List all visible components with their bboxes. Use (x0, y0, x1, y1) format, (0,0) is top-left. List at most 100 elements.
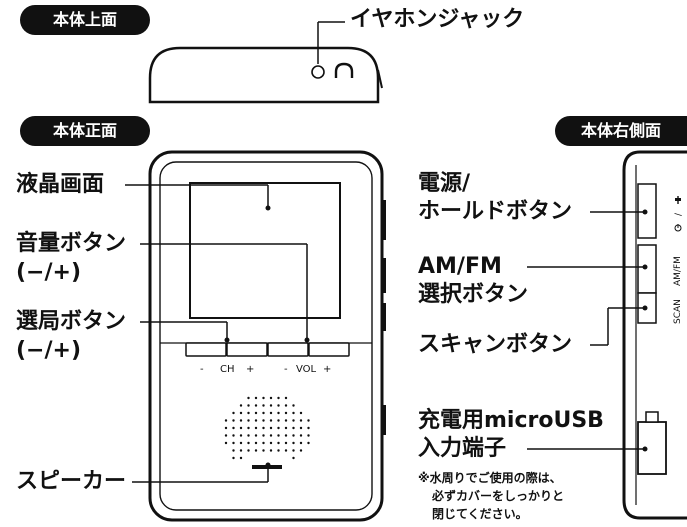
speaker-dot (277, 426, 280, 430)
section-side-pill: 本体右側面 (555, 116, 687, 146)
speaker-dot (299, 449, 303, 452)
ch-plus-button (226, 342, 268, 357)
ch-plus-mark: + (246, 364, 255, 375)
side-usb-cover (637, 421, 667, 475)
power-label-1: 電源/ (418, 171, 471, 196)
channel-label-2: (−/+) (16, 338, 82, 363)
front-side-button-1 (381, 200, 386, 240)
speaker-dot (262, 396, 265, 400)
speaker-dot (232, 434, 235, 437)
speaker-dot (254, 396, 258, 400)
speaker-dot (247, 434, 250, 437)
note-line-1: ※水周りでご使用の際は、 (418, 471, 562, 485)
volume-label-2: (−/+) (16, 260, 82, 285)
speaker-dot (292, 419, 295, 422)
speaker-dot (232, 456, 235, 460)
front-body-outer (148, 150, 384, 522)
note-line-2: 必ずカバーをしっかりと (432, 489, 565, 503)
speaker-dot (269, 404, 273, 407)
note-line-3: 閉じてください。 (432, 507, 528, 521)
speaker-dot (284, 434, 288, 437)
speaker-dot (299, 411, 303, 415)
speaker-dot (262, 404, 265, 407)
speaker-dot (277, 449, 280, 452)
speaker-dot (247, 426, 250, 430)
speaker-dot (239, 449, 243, 452)
ch-minus-mark: - (200, 364, 204, 375)
speaker-dot (307, 426, 310, 430)
side-amfm-mark: AM/FM (673, 256, 683, 286)
section-top-pill: 本体上面 (20, 5, 150, 35)
side-scan-mark: SCAN (673, 299, 683, 324)
speaker-dot (239, 419, 243, 422)
volume-label-1: 音量ボタン (16, 231, 127, 256)
speaker-dot (284, 441, 288, 445)
speaker-dot (269, 441, 273, 445)
speaker-dot (262, 426, 265, 430)
speaker-dot (277, 441, 280, 445)
speaker-dot (269, 449, 273, 452)
vol-mark: VOL (296, 364, 317, 375)
front-side-port (381, 405, 386, 435)
speaker-dot (292, 449, 295, 452)
speaker-dot (292, 404, 295, 407)
vol-minus-button (267, 342, 309, 357)
vol-plus-button (308, 342, 350, 357)
speaker-dot (232, 441, 235, 445)
front-body-inner (159, 161, 373, 511)
speaker-dot (254, 404, 258, 407)
top-view-body (148, 46, 380, 104)
speaker-dot (239, 426, 243, 430)
speaker-dot (254, 426, 258, 430)
speaker-dot (232, 449, 235, 452)
ch-minus-button (185, 342, 227, 357)
speaker-dot (232, 426, 235, 430)
speaker-dot (232, 419, 235, 422)
vol-plus-mark: + (323, 364, 332, 375)
speaker-dot (262, 411, 265, 415)
side-amfm-button (637, 244, 657, 294)
vol-minus-mark: - (284, 364, 288, 375)
speaker-dot (307, 434, 310, 437)
speaker-dot (239, 411, 243, 415)
speaker-dot (284, 419, 288, 422)
speaker-dot (284, 426, 288, 430)
speaker-dot (277, 404, 280, 407)
speaker-dot (284, 449, 288, 452)
earphone-jack-label: イヤホンジャック (350, 7, 525, 32)
speaker-dot (239, 404, 243, 407)
amfm-label-1: AM/FM (418, 254, 502, 279)
speaker-dot (269, 419, 273, 422)
speaker-dot (247, 449, 250, 452)
speaker-dot (254, 434, 258, 437)
speaker-dot (277, 434, 280, 437)
speaker-dot (292, 456, 295, 460)
amfm-label-2: 選択ボタン (418, 282, 529, 307)
power-label-2: ホールドボタン (418, 199, 573, 224)
headphone-icon (334, 62, 354, 78)
front-side-button-2 (381, 258, 386, 293)
side-body (622, 150, 687, 520)
speaker-dot (277, 411, 280, 415)
speaker-dot (262, 449, 265, 452)
speaker-dot (269, 411, 273, 415)
speaker-dot (284, 411, 288, 415)
speaker-dot (299, 419, 303, 422)
speaker-grille (224, 396, 310, 460)
speaker-dot (254, 441, 258, 445)
speaker-dot (299, 441, 303, 445)
speaker-dot (232, 411, 235, 415)
speaker-dot (269, 434, 273, 437)
speaker-label: スピーカー (16, 469, 127, 494)
speaker-dot (292, 441, 295, 445)
speaker-dot (277, 396, 280, 400)
speaker-dot (247, 411, 250, 415)
speaker-dot (292, 434, 295, 437)
usb-label-2: 入力端子 (418, 436, 507, 461)
side-usb-tab (645, 411, 659, 423)
lcd-label: 液晶画面 (16, 172, 105, 197)
ch-mark: CH (220, 364, 235, 375)
earphone-jack-hole (311, 65, 325, 79)
speaker-dot (247, 419, 250, 422)
